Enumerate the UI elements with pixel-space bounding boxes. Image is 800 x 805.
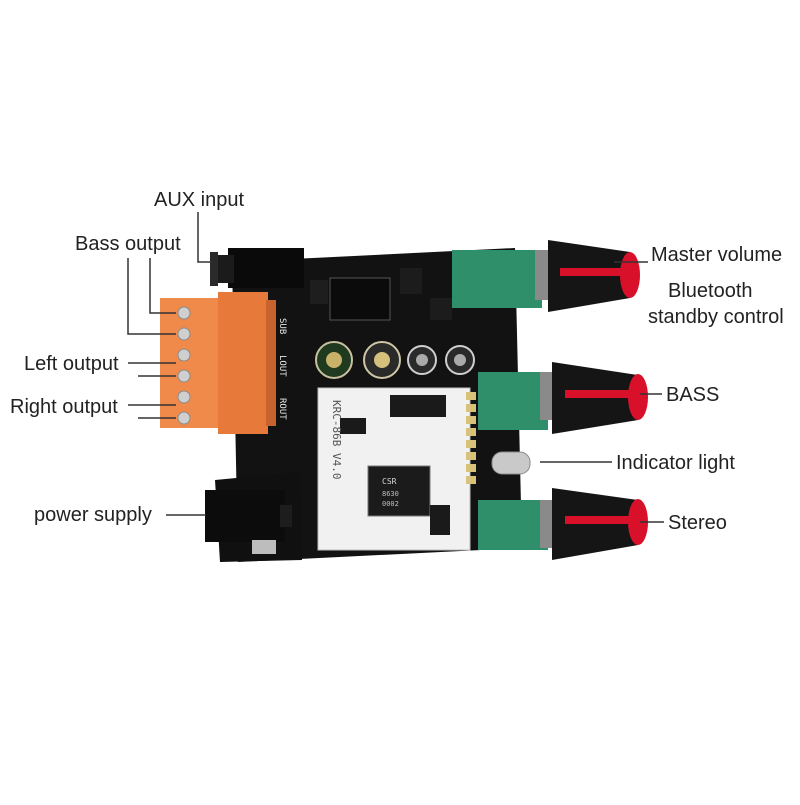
silkscreen-rout: ROUT	[277, 398, 287, 420]
knob-stereo	[540, 488, 648, 560]
power-jack	[205, 490, 292, 554]
terminal-block	[160, 292, 276, 434]
aux-jack	[210, 248, 304, 288]
potentiometers	[452, 250, 548, 550]
indicator-led	[491, 451, 531, 475]
pin-header	[466, 392, 476, 484]
silkscreen-sub: SUB	[277, 318, 287, 334]
knob-bass	[540, 362, 648, 434]
silkscreen-labels: SUB LOUT ROUT	[277, 318, 287, 420]
label-power-supply: power supply	[34, 504, 152, 526]
integrated-circuits	[310, 268, 452, 321]
module-label: KRC-86B V4.0	[330, 400, 343, 479]
label-bluetooth: Bluetooth	[668, 280, 753, 302]
label-indicator-light: Indicator light	[616, 452, 735, 474]
label-master-volume: Master volume	[651, 244, 783, 266]
chip-label: CSR	[382, 477, 397, 486]
label-bass-output: Bass output	[75, 233, 181, 255]
knob-master-volume	[535, 240, 640, 312]
leader-lines	[127, 212, 664, 523]
label-standby-control: standby control	[648, 306, 784, 328]
chip-sub-1: 8630	[382, 490, 399, 498]
capacitors	[315, 341, 475, 379]
label-left-output: Left output	[24, 353, 119, 375]
bluetooth-module: CSR 8630 0002 KRC-86B V4.0	[317, 387, 471, 551]
silkscreen-lout: LOUT	[277, 355, 287, 377]
label-stereo: Stereo	[668, 512, 727, 534]
chip-sub-2: 0002	[382, 500, 399, 508]
label-right-output: Right output	[10, 396, 118, 418]
label-aux-input: AUX input	[154, 189, 245, 211]
label-bass: BASS	[666, 384, 720, 406]
